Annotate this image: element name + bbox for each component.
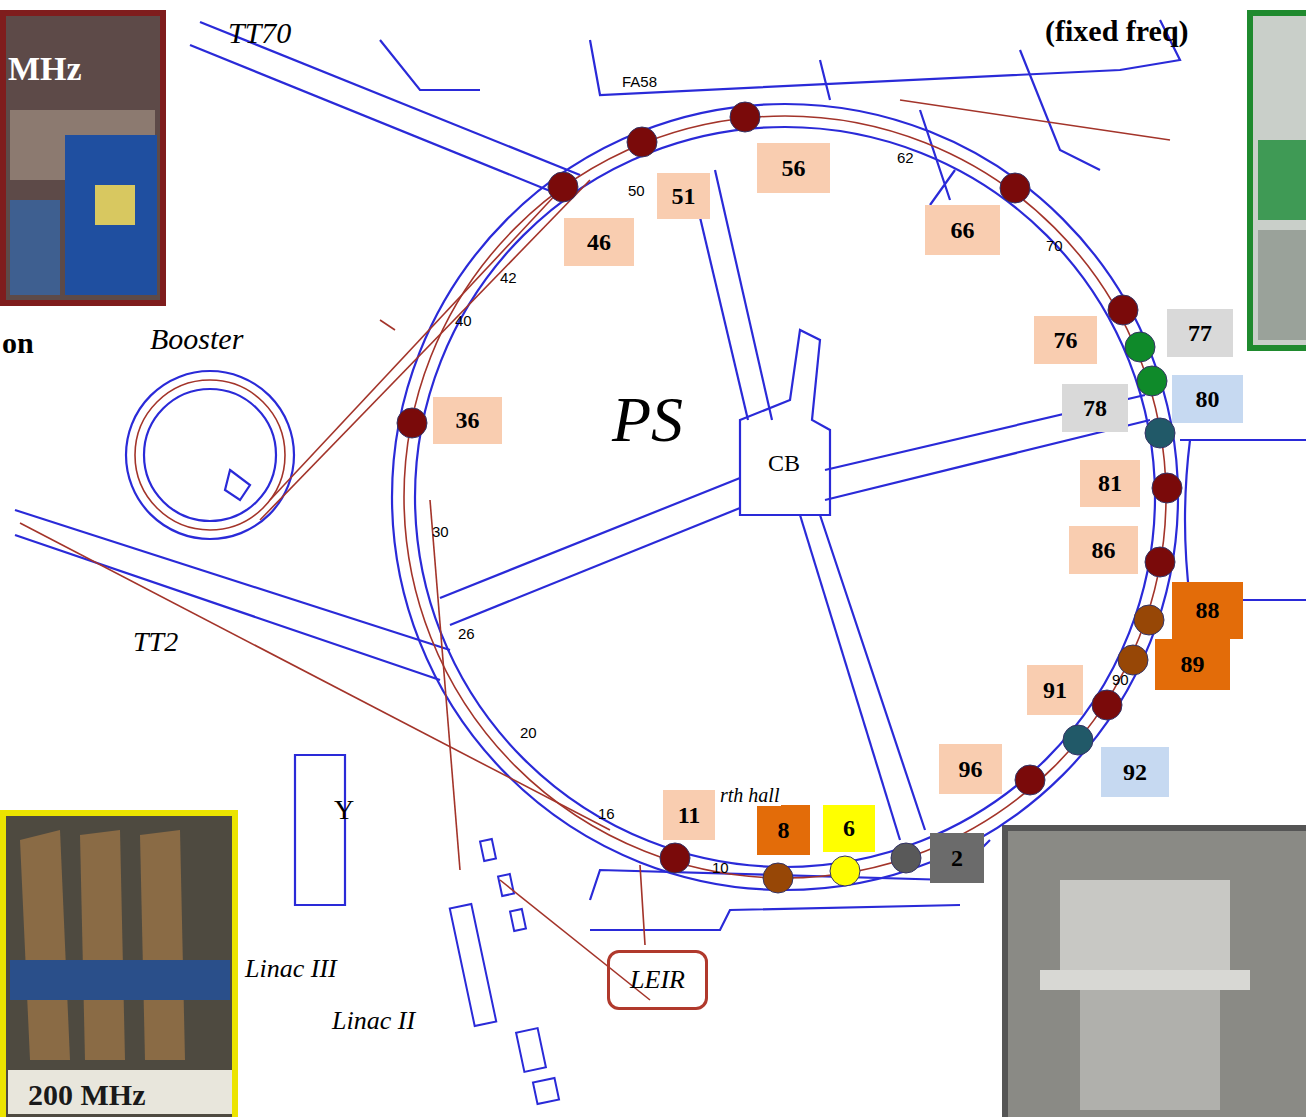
callout-box: 46 [564,218,634,266]
callout-number: 2 [951,845,963,872]
callout-box: 86 [1069,526,1138,574]
callout-number: 46 [587,229,611,256]
map-label: MHz [8,50,82,87]
facility-name: LEIR [630,965,685,995]
cavity-photo [3,13,163,303]
map-label: 90 [1112,672,1129,689]
callout-number: 6 [843,815,855,842]
map-label: 10 [712,860,729,877]
callout-number: 78 [1083,395,1107,422]
callout-box: 80 [1172,375,1243,423]
callout-box: 78 [1062,384,1128,432]
cavity-photo [1005,828,1306,1117]
callout-number: 66 [951,217,975,244]
map-label: 40 [455,313,472,330]
map-label: Booster [150,322,243,355]
beam-line [20,100,1170,1000]
map-label: CB [768,450,800,476]
map-label: on [2,326,34,359]
callout-box: 77 [1167,309,1233,357]
callout-number: 80 [1196,386,1220,413]
callout-number: 91 [1043,677,1067,704]
callout-box: 51 [657,173,710,219]
cavity-photo [3,813,235,1117]
map-label: rth hall [718,784,781,806]
callout-box: 91 [1027,665,1083,715]
map-label: 70 [1046,238,1063,255]
callout-box: 88 [1172,582,1243,639]
map-label: 26 [458,626,475,643]
map-label: TT2 [133,627,178,658]
callout-box: 56 [757,143,830,193]
facility-box: LEIR [607,950,708,1010]
map-label: PS [612,385,683,455]
callout-box: 36 [433,397,502,444]
callout-box: 92 [1101,747,1169,797]
map-label: FA58 [622,74,657,91]
cavity-dot [397,102,1182,893]
map-label: Y [334,795,354,826]
callout-box: 76 [1034,316,1097,364]
callout-number: 36 [456,407,480,434]
callout-box: 89 [1155,639,1230,690]
callout-number: 56 [782,155,806,182]
callout-number: 51 [672,183,696,210]
callout-box: 6 [823,805,875,852]
map-label: 200 MHz [26,1078,147,1111]
callout-number: 92 [1123,759,1147,786]
callout-box: 81 [1080,460,1140,507]
callout-number: 88 [1196,597,1220,624]
callout-number: 89 [1181,651,1205,678]
building-outline [15,20,1306,930]
callout-number: 81 [1098,470,1122,497]
callout-number: 8 [778,817,790,844]
callout-box: 8 [757,805,810,855]
map-label: 42 [500,270,517,287]
map-label: (fixed freq) [1045,14,1189,47]
callout-box: 11 [663,790,715,840]
callout-number: 86 [1092,537,1116,564]
cavity-photo [1250,13,1306,348]
map-label: 62 [897,150,914,167]
map-label: 20 [520,725,537,742]
map-label: TT70 [228,16,291,49]
callout-number: 77 [1188,320,1212,347]
callout-number: 76 [1054,327,1078,354]
callout-box: 2 [930,833,984,883]
callout-box: 66 [925,205,1000,255]
callout-number: 96 [959,756,983,783]
linac [450,839,559,1104]
callout-box: 96 [939,744,1002,794]
map-label: Linac II [330,1007,417,1036]
map-label: 30 [432,524,449,541]
callout-number: 11 [678,802,701,829]
map-label: Linac III [243,955,339,984]
map-label: 16 [598,806,615,823]
map-label: 50 [628,183,645,200]
